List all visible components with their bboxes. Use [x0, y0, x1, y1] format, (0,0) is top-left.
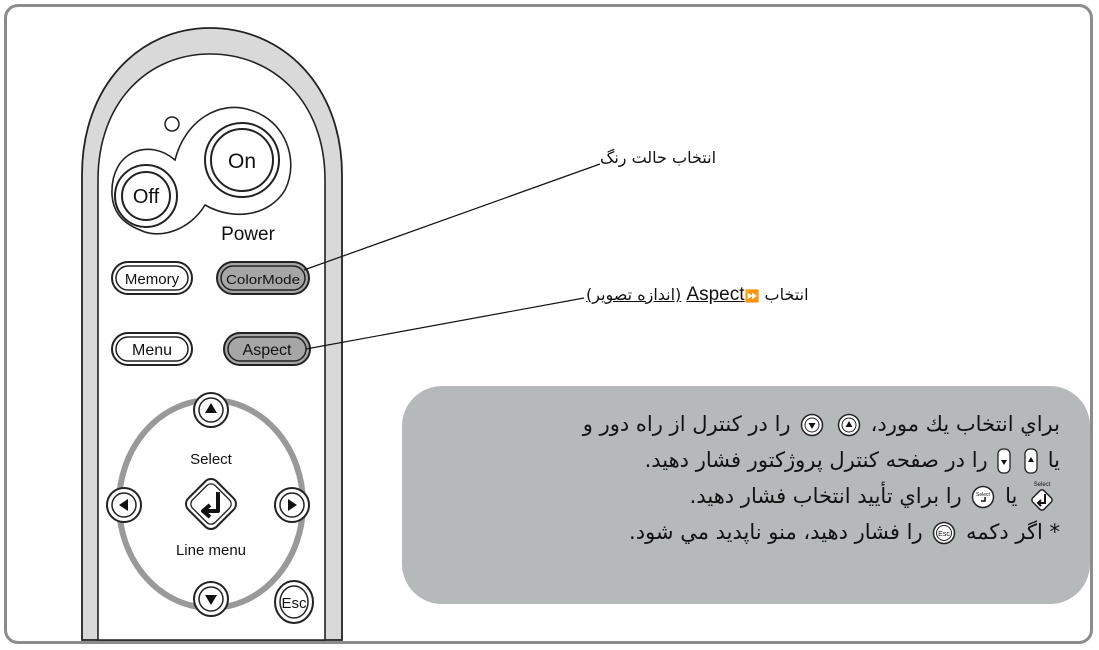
color-mode-callout-text: انتخاب حالت رنگ: [600, 148, 717, 167]
color-mode-button[interactable]: ColorMode: [216, 261, 310, 295]
aspect-leader-line: [305, 297, 585, 350]
left-arrow-icon: [119, 499, 128, 511]
down-arrow-icon: [205, 595, 217, 605]
memory-button-label: Memory: [125, 271, 180, 288]
esc-button-label: Esc: [281, 595, 307, 612]
instruction-note: براي انتخاب يك مورد، را در كنترل از راه …: [402, 386, 1090, 604]
panel-up-button-icon: [1024, 448, 1038, 474]
select-diamond-icon: Select: [1027, 480, 1057, 514]
color-mode-button-label: ColorMode: [226, 272, 300, 287]
aspect-link-arrow-icon: ⏩: [744, 289, 760, 303]
left-button[interactable]: [106, 487, 142, 523]
select-button[interactable]: [183, 476, 240, 533]
svg-text:Select: Select: [976, 492, 991, 498]
up-button[interactable]: [193, 392, 229, 428]
esc-button-icon: Esc: [932, 521, 956, 545]
line-menu-label: Line menu: [176, 542, 246, 559]
esc-button[interactable]: Esc: [274, 580, 314, 624]
color-mode-callout: انتخاب حالت رنگ: [600, 148, 716, 167]
off-button-label: Off: [133, 186, 160, 208]
note-line-4: * اگر دكمه Esc را فشار دهيد، منو ناپديد …: [629, 520, 1060, 545]
panel-down-button-icon: [997, 448, 1012, 474]
memory-button[interactable]: Memory: [111, 261, 193, 295]
note-line-2: يا را در صفحه كنترل پروژكتور فشار دهيد.: [644, 448, 1060, 474]
aspect-callout-suffix[interactable]: (اندازه تصوير): [586, 285, 682, 304]
up-button-icon: [837, 413, 861, 437]
up-arrow-icon: [205, 403, 217, 413]
aspect-callout: انتخاب ⏩Aspect (اندازه تصوير): [586, 284, 809, 306]
down-button[interactable]: [193, 581, 229, 617]
aspect-button[interactable]: Aspect: [223, 332, 311, 366]
indicator-led: [164, 116, 180, 132]
note-line-3: Select يا Select را براي تأييد انتخاب فش…: [583, 478, 1060, 514]
enter-arrow-icon: [201, 492, 220, 519]
on-button[interactable]: On: [204, 122, 280, 198]
power-label: Power: [221, 224, 276, 245]
svg-text:Esc: Esc: [938, 531, 950, 538]
aspect-button-label: Aspect: [243, 342, 292, 359]
right-button[interactable]: [274, 487, 310, 523]
color-mode-leader-line: [303, 163, 601, 271]
menu-button[interactable]: Menu: [111, 332, 193, 366]
off-button[interactable]: Off: [114, 164, 178, 228]
select-label: Select: [190, 451, 233, 468]
aspect-link[interactable]: Aspect: [686, 284, 745, 305]
aspect-callout-prefix: انتخاب: [764, 285, 809, 304]
right-arrow-icon: [288, 499, 297, 511]
menu-button-label: Menu: [132, 342, 172, 359]
note-line-1: براي انتخاب يك مورد، را در كنترل از راه …: [582, 412, 1060, 437]
svg-text:Select: Select: [1034, 482, 1051, 488]
select-round-icon: Select: [971, 485, 995, 509]
down-button-icon: [800, 413, 824, 437]
on-button-label: On: [228, 150, 256, 173]
